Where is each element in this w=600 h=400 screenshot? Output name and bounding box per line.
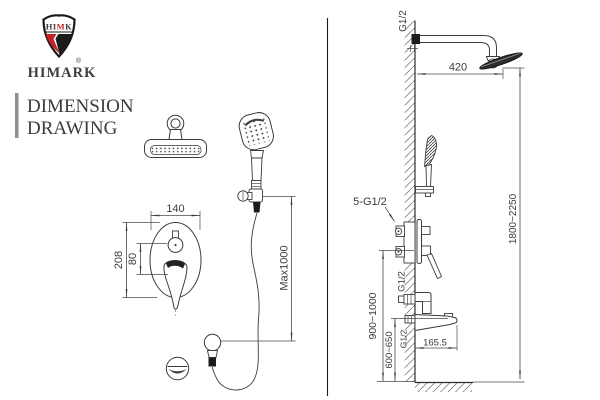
mixer-lever bbox=[163, 260, 188, 310]
hand-shower-ribbed-connector bbox=[251, 180, 262, 190]
hand-shower-handle-side bbox=[425, 163, 432, 187]
dim-80-label: 80 bbox=[127, 253, 139, 265]
dim-900-1000: 900~1000 bbox=[367, 250, 414, 382]
logo-shield-text: HIMK bbox=[46, 22, 73, 32]
dim-600-650: 600~650 bbox=[384, 318, 415, 382]
hand-shower-slot bbox=[244, 118, 265, 127]
valve-inlet-upper-dot bbox=[397, 230, 400, 233]
supply-elbow-stub bbox=[206, 350, 219, 358]
overhead-shower-front bbox=[144, 114, 207, 158]
flange-ticks bbox=[407, 45, 418, 52]
shower-hose bbox=[212, 212, 260, 391]
drain-cap bbox=[165, 356, 190, 381]
tub-spout-side bbox=[404, 313, 458, 332]
diverter-knob-side bbox=[421, 226, 431, 235]
side-view-drawing: G1/2 420 1800~2250 bbox=[353, 10, 525, 392]
shower-hose-assembly bbox=[165, 212, 260, 391]
valve-thread-label: 5-G1/2 bbox=[353, 196, 387, 208]
logo-brand-name: HIMARK bbox=[28, 65, 97, 81]
wall-hatching bbox=[404, 21, 415, 382]
shower-hanger-ring-inner bbox=[170, 118, 181, 129]
logo-shield-red-half bbox=[46, 34, 60, 54]
elbow-body bbox=[414, 292, 432, 314]
mixer-plate-front bbox=[149, 222, 202, 318]
dim-total-height-label: 1800~2250 bbox=[508, 193, 519, 244]
overhead-shower-side bbox=[479, 52, 523, 70]
logo-registered-mark: ® bbox=[76, 57, 82, 65]
title-line2: DRAWING bbox=[27, 118, 118, 139]
valve-cartridge-side bbox=[421, 245, 431, 256]
dim-208: 208 bbox=[113, 222, 160, 298]
shower-head-face bbox=[150, 145, 202, 155]
elbow-connector-ribs bbox=[407, 294, 412, 304]
thread-elbow-label: G1/2 bbox=[397, 271, 408, 292]
leader-line bbox=[384, 206, 395, 222]
valve-inlet-lower-dot bbox=[397, 250, 400, 253]
supply-elbow-nut bbox=[208, 357, 216, 367]
valve-thread-callout: 5-G1/2 bbox=[353, 196, 395, 222]
supply-elbow bbox=[203, 333, 222, 352]
shower-stem bbox=[168, 129, 183, 140]
lever-side bbox=[426, 252, 443, 280]
hand-shower-side bbox=[415, 134, 437, 197]
dim-80: 80 bbox=[127, 243, 168, 275]
title-line1: DIMENSION bbox=[27, 96, 134, 117]
spout-connector-ribs bbox=[407, 315, 412, 323]
hose-nut bbox=[253, 202, 261, 213]
hand-shower-handle bbox=[251, 157, 263, 181]
arm-tube-inner bbox=[420, 42, 490, 57]
dim-140-label: 140 bbox=[166, 203, 184, 215]
page-title: DIMENSION DRAWING bbox=[15, 93, 134, 139]
mixer-valve-side bbox=[394, 219, 443, 280]
elbow-connector-inwall bbox=[403, 294, 416, 305]
spout-body bbox=[414, 313, 458, 332]
diverter-stub bbox=[172, 230, 179, 239]
arm-tube-outer bbox=[420, 35, 497, 57]
outlet-elbow-side bbox=[398, 292, 432, 314]
diverter-knob-center bbox=[174, 243, 177, 247]
hand-shower-front bbox=[237, 112, 274, 213]
dim-420: 420 bbox=[416, 62, 504, 79]
valve-plate-edge bbox=[416, 219, 422, 264]
dim-140: 140 bbox=[150, 203, 201, 230]
brand-logo: HIMK ® HIMARK bbox=[28, 14, 97, 81]
shower-arm-assembly bbox=[407, 34, 523, 70]
dim-420-label: 420 bbox=[449, 62, 467, 74]
thread-spout-label: G1/2 bbox=[399, 330, 409, 349]
dim-1800-2250: 1800~2250 bbox=[504, 67, 525, 380]
dim-max1000: Max1000 bbox=[221, 196, 296, 342]
dim-spout-length-label: 165.5 bbox=[423, 338, 447, 349]
spout-connector-inwall bbox=[404, 315, 416, 324]
hand-shower-neck bbox=[249, 150, 265, 159]
hand-shower-face bbox=[243, 117, 270, 147]
dim-spout-height-label: 600~650 bbox=[384, 331, 395, 368]
dim-max1000-label: Max1000 bbox=[279, 245, 291, 290]
dim-208-label: 208 bbox=[113, 251, 125, 269]
arm-wall-flange bbox=[411, 34, 420, 44]
thread-top-label: G1/2 bbox=[398, 10, 409, 32]
floor-hatching bbox=[415, 383, 472, 392]
logo-shield-black-half bbox=[55, 34, 72, 55]
valve-body-inwall bbox=[403, 221, 416, 264]
title-accent-bar bbox=[15, 93, 19, 138]
dim-165-5: 165.5 bbox=[414, 325, 458, 351]
drain-cap-bowl bbox=[168, 369, 187, 374]
overhead-shower-edge bbox=[481, 53, 520, 67]
hand-shower-head-side bbox=[423, 134, 437, 168]
front-view-drawing: 140 208 80 bbox=[113, 112, 296, 391]
dim-valve-height-label: 900~1000 bbox=[367, 292, 379, 339]
elbow-stub-inwall bbox=[398, 295, 405, 303]
holder-stub bbox=[425, 192, 431, 197]
mixer-lever-accent bbox=[166, 260, 185, 269]
